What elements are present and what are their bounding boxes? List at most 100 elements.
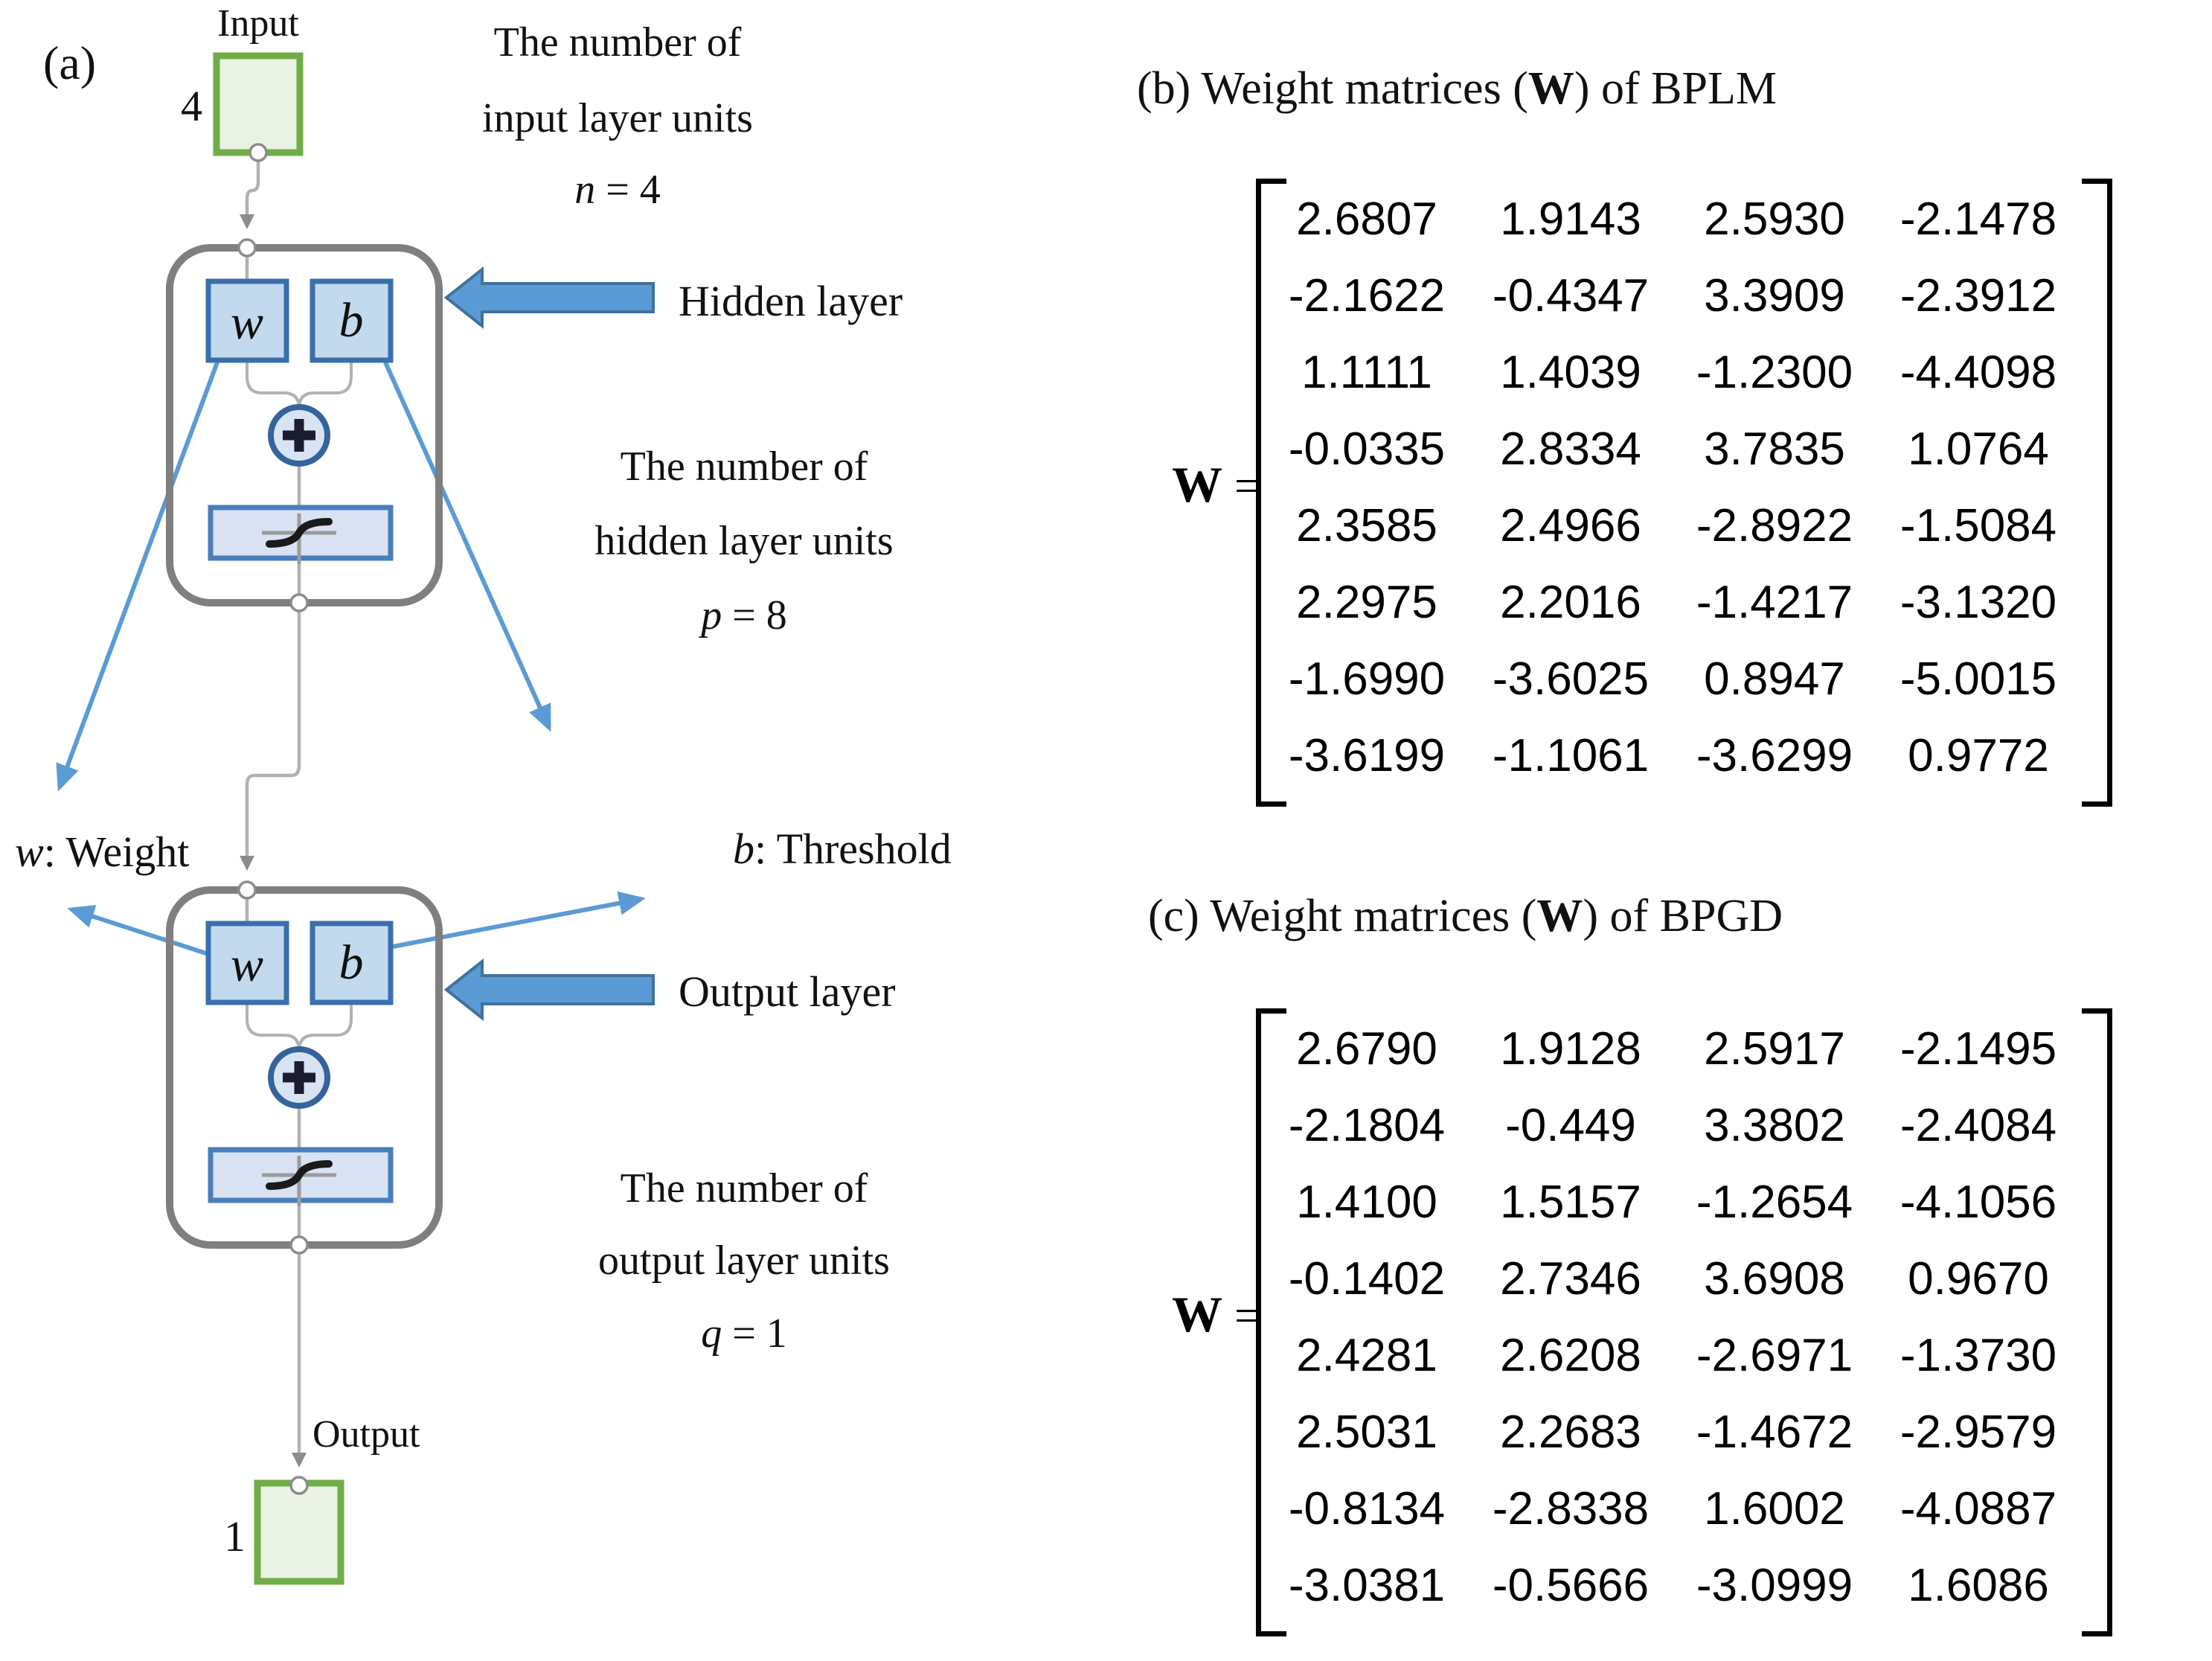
input-node-box — [213, 52, 304, 156]
hidden-weight-box — [205, 278, 289, 363]
output-weight-label: w — [231, 938, 263, 992]
matrix-c-cell: -0.8134 — [1288, 1483, 1446, 1534]
matrix-c-cell: 3.6908 — [1704, 1253, 1845, 1305]
panel-c-title-w: W — [1536, 891, 1583, 941]
panel-c-title-pre: (c) Weight matrices ( — [1148, 891, 1537, 941]
output-eq-var: q — [701, 1310, 722, 1357]
matrix-b-cell: -1.2300 — [1696, 347, 1853, 398]
matrix-b-cell: 2.6807 — [1296, 193, 1437, 245]
panel-b-title: (b) Weight matrices (W) of BPLM — [1137, 63, 1777, 115]
matrix-b-cell: -4.4098 — [1900, 347, 2057, 398]
input-note-line1: The number of — [494, 19, 742, 65]
matrix-b-cell: -2.1622 — [1288, 270, 1446, 321]
matrix-c-cell: 1.6086 — [1908, 1560, 2049, 1611]
matrix-b-cell: 1.0764 — [1908, 423, 2049, 475]
hidden-eq-rest: = 8 — [732, 592, 787, 639]
panel-b-w-symbol: W — [1172, 456, 1222, 513]
legend-weight-rest: : Weight — [44, 828, 190, 876]
output-eq-rest: = 1 — [732, 1310, 787, 1357]
join-output-w — [246, 1002, 301, 1052]
output-weight-box — [205, 921, 289, 1005]
hidden-weight-label: w — [231, 295, 263, 350]
matrix-c: 2.6790 1.9128 2.5917 -2.1495 -2.1804 -0.… — [1265, 1011, 2080, 1624]
hidden-layer-arrow-label: Hidden layer — [679, 277, 903, 325]
join-hidden-b — [298, 360, 353, 409]
hidden-note-line1: The number of — [621, 444, 868, 490]
matrix-b-cell: 2.2016 — [1500, 577, 1641, 628]
matrix-c-cell: -1.4672 — [1696, 1406, 1853, 1458]
input-eq-rest: = 4 — [606, 167, 661, 213]
panel-c-w-equals: W = — [1172, 1285, 1261, 1344]
matrix-c-cell: -4.1056 — [1900, 1177, 2057, 1228]
hidden-bias-box — [310, 278, 394, 363]
input-note-line2: input layer units — [482, 95, 753, 141]
connector-input-to-hidden — [240, 161, 260, 229]
matrix-c-cell: -2.1804 — [1288, 1100, 1446, 1151]
legend-threshold-rest: : Threshold — [754, 825, 952, 873]
matrix-b-cell: 2.5930 — [1704, 193, 1845, 245]
matrix-c-cell: 2.6790 — [1296, 1023, 1437, 1075]
hidden-note-equation: p= 8 — [698, 592, 787, 639]
matrix-c-cell: 2.5917 — [1704, 1023, 1845, 1075]
matrix-c-cell: 0.9670 — [1908, 1253, 2049, 1305]
arrow-output-w-to-weight — [67, 905, 211, 957]
matrix-b-cell: -3.1320 — [1900, 577, 2057, 628]
input-eq-var: n — [574, 167, 595, 213]
matrix-b-cell: 2.2975 — [1296, 577, 1437, 628]
matrix-c-right-bracket — [2082, 1008, 2112, 1636]
output-count: 1 — [224, 1512, 246, 1561]
matrix-c-cell: -3.0999 — [1696, 1560, 1853, 1611]
matrix-b-cell: 0.8947 — [1704, 653, 1845, 705]
port-output-bottom — [289, 1235, 309, 1255]
matrix-b-cell: -1.4217 — [1696, 577, 1853, 628]
matrix-b-cell: -1.1061 — [1492, 730, 1650, 781]
matrix-b-cell: -1.6990 — [1288, 653, 1446, 705]
matrix-c-cell: -1.2654 — [1696, 1177, 1853, 1228]
matrix-b-cell: -3.6025 — [1492, 653, 1650, 705]
matrix-b-left-bracket — [1256, 179, 1286, 807]
matrix-c-cell: 3.3802 — [1704, 1100, 1845, 1151]
matrix-c-cell: -2.1495 — [1900, 1023, 2057, 1075]
matrix-c-cell: -0.449 — [1505, 1100, 1636, 1151]
panel-b-title-pre: (b) Weight matrices ( — [1137, 63, 1528, 114]
legend-weight-var: w — [15, 828, 44, 876]
port-input-bottom — [249, 143, 268, 162]
matrix-c-cell: 2.4281 — [1296, 1330, 1437, 1381]
legend-arrows — [56, 361, 646, 957]
join-output-b — [298, 1002, 353, 1052]
panel-c-title: (c) Weight matrices (W) of BPGD — [1148, 890, 1783, 943]
port-result-top — [289, 1476, 309, 1495]
output-node-box — [254, 1479, 344, 1585]
matrix-b-cell: 3.7835 — [1704, 423, 1845, 475]
matrix-b-cell: -2.3912 — [1900, 270, 2057, 321]
arrow-hidden-w-to-weight — [56, 361, 219, 792]
output-layer-arrow-icon — [443, 958, 655, 1022]
panel-c-w-symbol: W — [1172, 1286, 1222, 1342]
matrix-c-cell: -0.5666 — [1492, 1560, 1650, 1611]
matrix-b-right-bracket — [2082, 179, 2112, 807]
matrix-b-cell: -3.6199 — [1288, 730, 1446, 781]
output-title: Output — [312, 1413, 420, 1456]
hidden-layer-arrow-icon — [443, 266, 655, 330]
port-hidden-top — [237, 238, 257, 257]
join-hidden-w — [246, 360, 301, 409]
hidden-sigmoid-icon — [266, 518, 333, 548]
input-title: Input — [217, 2, 299, 45]
port-output-top — [237, 880, 257, 900]
matrix-c-cell: -2.6971 — [1696, 1330, 1853, 1381]
matrix-b-cell: -3.6299 — [1696, 730, 1853, 781]
network-diagram: w b w b (a) Input 4 The number of input … — [15, 2, 952, 1585]
arrow-output-b-to-threshold — [392, 891, 646, 949]
panel-b-title-post: ) of BPLM — [1574, 63, 1777, 114]
matrix-c-cell: 1.4100 — [1296, 1177, 1437, 1228]
matrix-b-cell: -5.0015 — [1900, 653, 2057, 705]
port-circles — [237, 143, 309, 1495]
matrix-b-cell: -2.8922 — [1696, 500, 1853, 551]
hidden-plus-icon — [283, 419, 315, 452]
output-note-line1: The number of — [621, 1165, 868, 1212]
connector-hidden-to-output — [240, 611, 301, 871]
output-bias-box — [310, 921, 394, 1005]
panel-b-title-w: W — [1527, 63, 1574, 114]
matrix-c-cell: 1.6002 — [1704, 1483, 1845, 1534]
hidden-bias-label: b — [339, 293, 364, 348]
